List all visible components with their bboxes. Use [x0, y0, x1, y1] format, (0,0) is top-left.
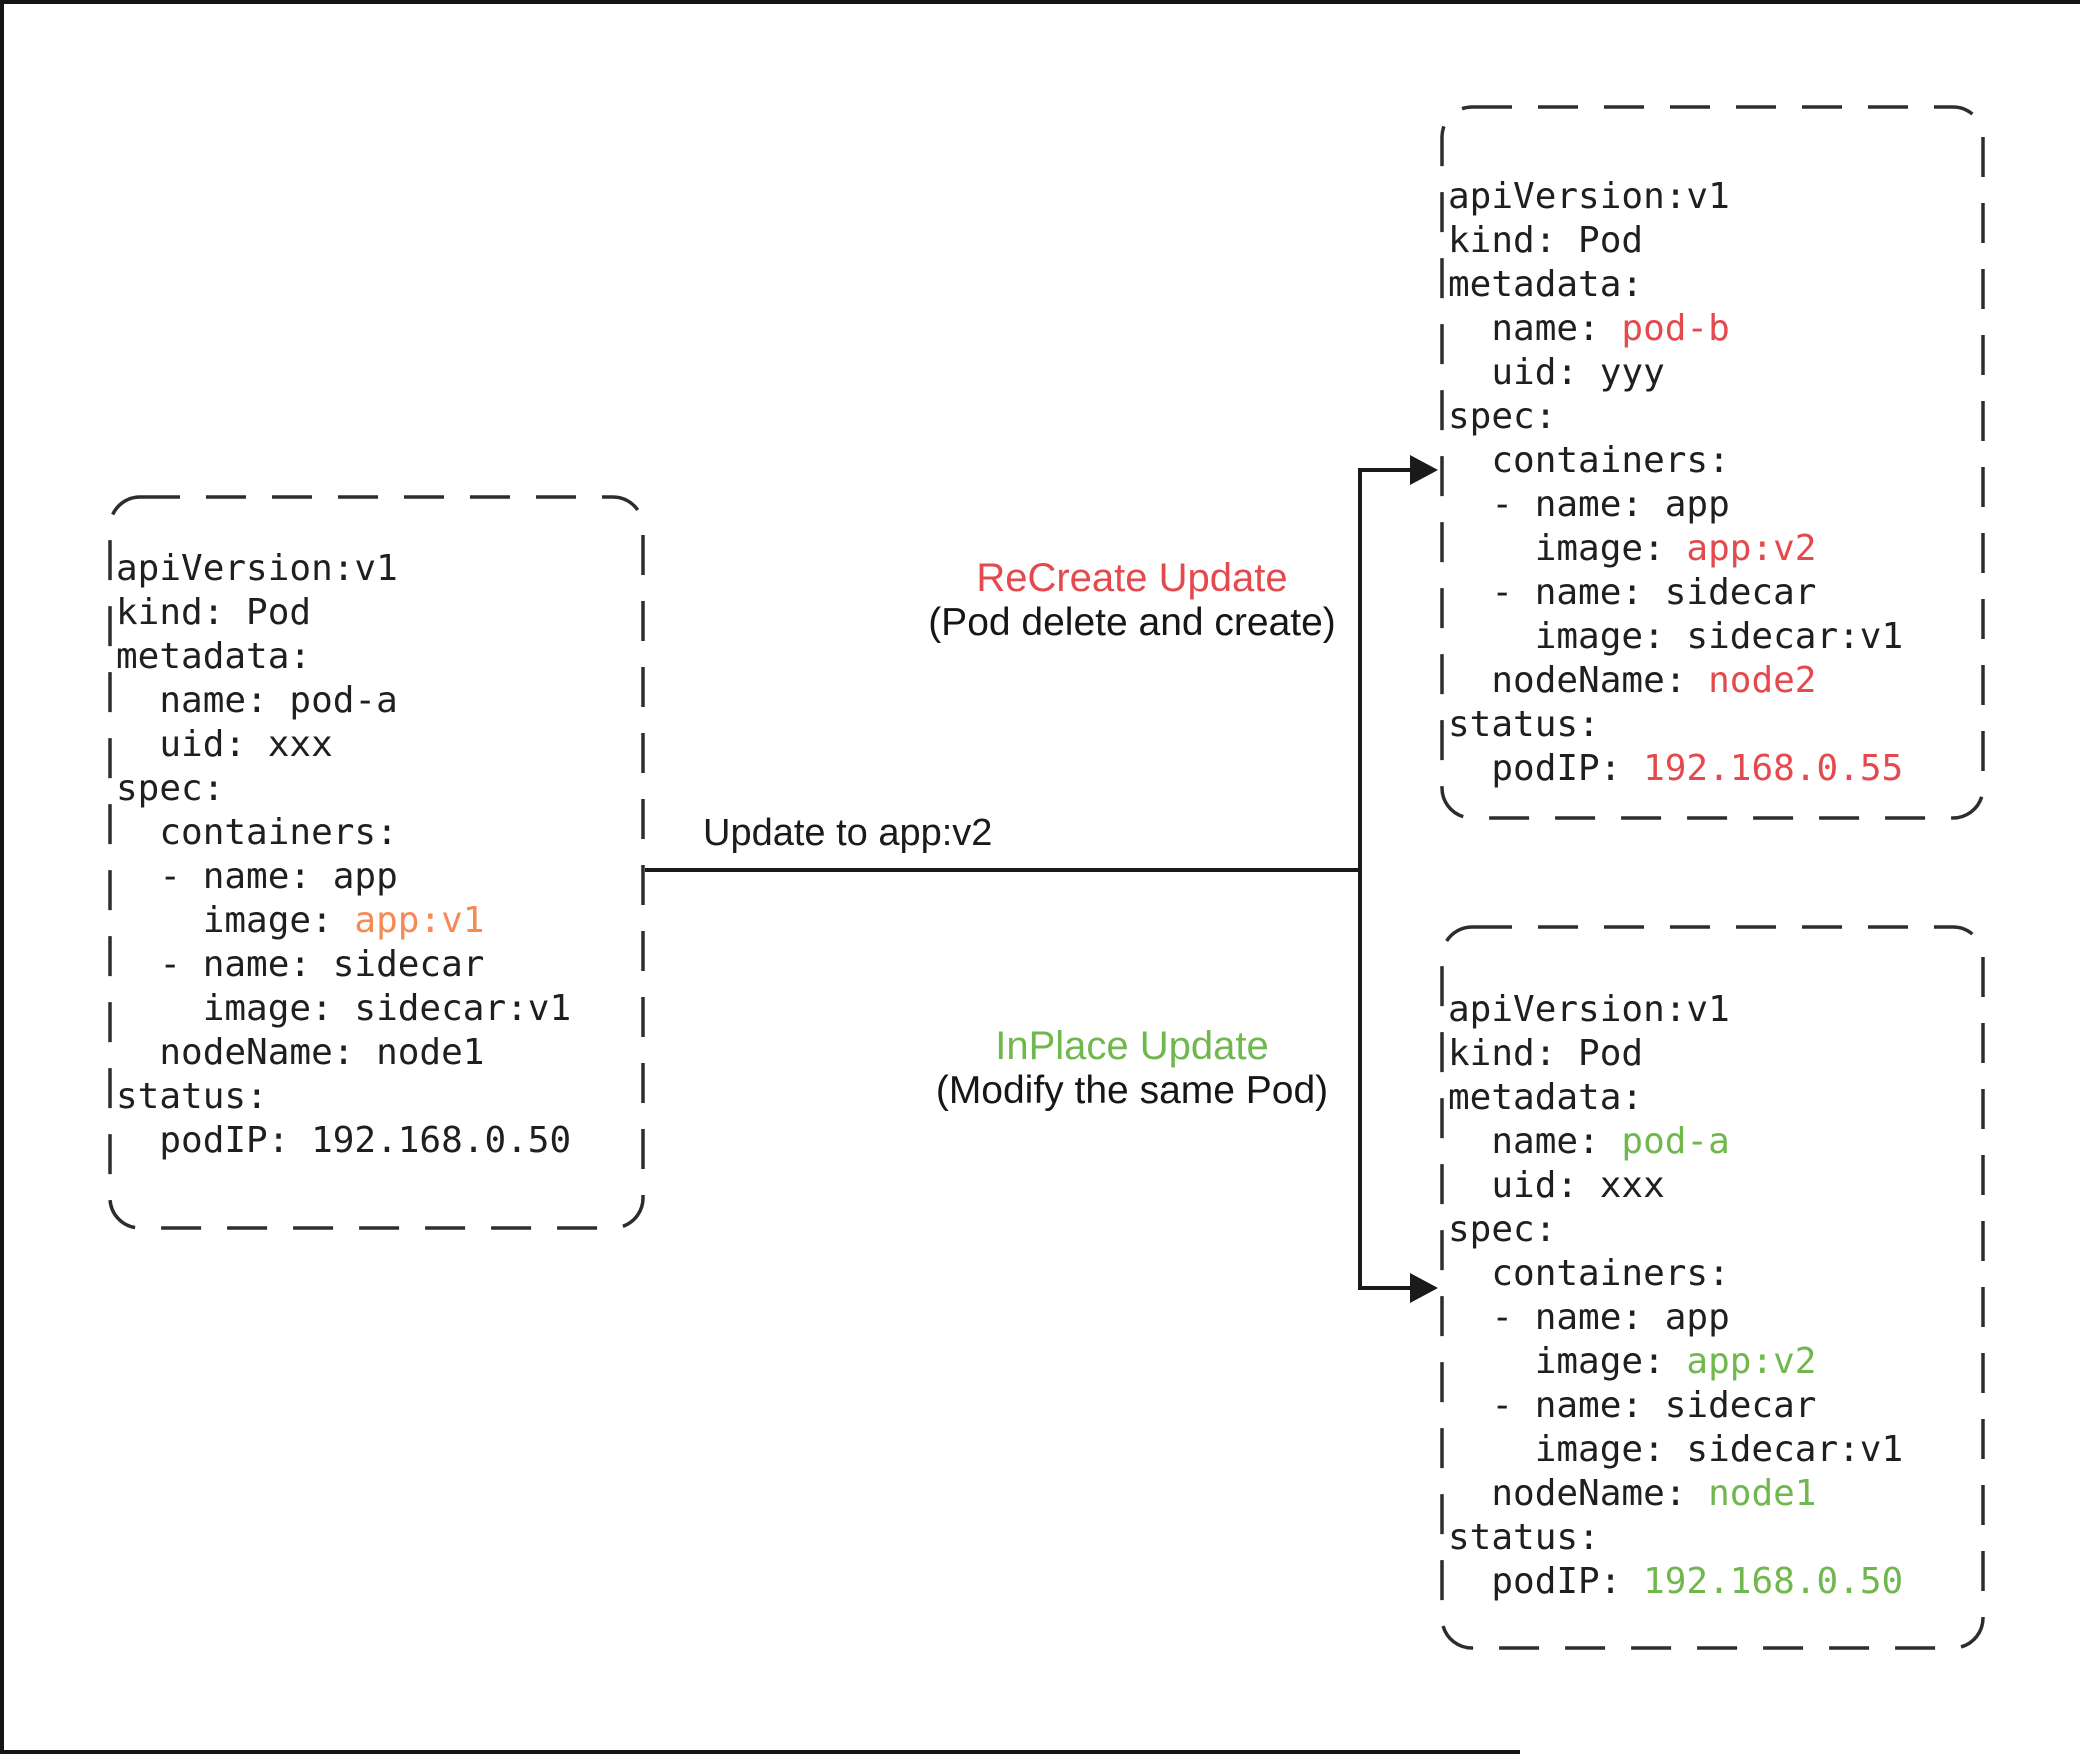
- dashed-border: [1440, 925, 1985, 1650]
- frame-top-line: [0, 0, 2080, 4]
- update-arrow-label: Update to app:v2: [703, 812, 993, 854]
- inplace-update-subtitle: (Modify the same Pod): [935, 1069, 1329, 1112]
- recreate-update-label: ReCreate Update (Pod delete and create): [872, 556, 1392, 645]
- dashed-border: [108, 495, 645, 1230]
- recreate-update-subtitle: (Pod delete and create): [928, 601, 1336, 644]
- recreate-update-title: ReCreate Update: [976, 556, 1288, 600]
- inplace-update-title: InPlace Update: [995, 1024, 1269, 1068]
- dashed-border: [1440, 105, 1985, 820]
- inplace-update-label: InPlace Update (Modify the same Pod): [872, 1024, 1392, 1113]
- frame-left-line: [0, 0, 4, 1754]
- recreate-arrowhead-icon: [1410, 455, 1438, 485]
- frame-bottom-line: [0, 1750, 1520, 1754]
- inplace-arrowhead-icon: [1410, 1273, 1438, 1303]
